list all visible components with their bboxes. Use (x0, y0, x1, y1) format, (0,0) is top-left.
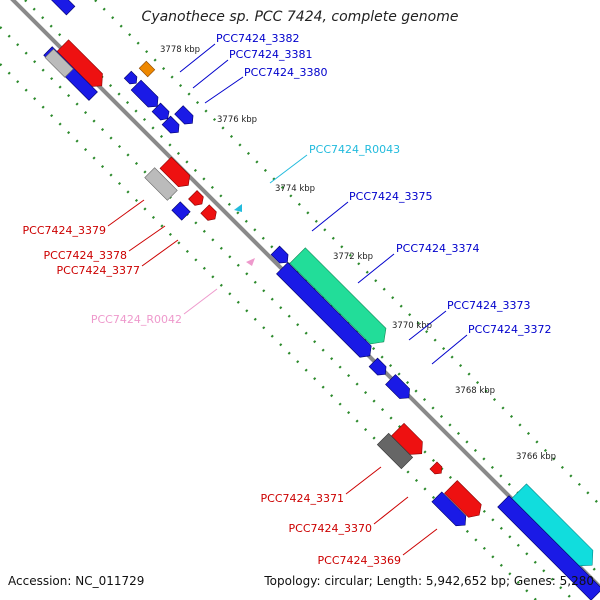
accession-text: Accession: NC_011729 (8, 574, 145, 588)
gene-arrow[interactable] (429, 461, 445, 477)
kbp-tick-label: 3772 kbp (333, 252, 373, 262)
gene-arrow[interactable] (497, 495, 600, 600)
gene-arrow[interactable] (123, 70, 140, 87)
gene-label[interactable]: PCC7424_3379 (23, 224, 106, 237)
gene-features (43, 0, 600, 600)
forward-gene-labels: PCC7424_3382 PCC7424_3381 PCC7424_3380 P… (216, 32, 551, 336)
gene-arrow[interactable] (171, 201, 191, 221)
gene-label[interactable]: PCC7424_3377 (57, 264, 140, 277)
gene-label[interactable]: PCC7424_3382 (216, 32, 299, 45)
gene-arrow[interactable] (151, 102, 172, 123)
gene-arrow[interactable] (174, 105, 197, 128)
gene-arrow[interactable] (144, 167, 178, 201)
gene-arrow[interactable] (55, 39, 108, 92)
gene-arrow[interactable] (376, 432, 414, 470)
leader-lines (107, 43, 468, 556)
reverse-gene-labels: PCC7424_3379 PCC7424_3378 PCC7424_3377 P… (23, 224, 401, 567)
gene-label[interactable]: PCC7424_3370 (289, 522, 372, 535)
gene-arrow[interactable] (289, 247, 392, 350)
gene-label[interactable]: PCC7424_3372 (468, 323, 551, 336)
kbp-tick-label: 3774 kbp (275, 184, 315, 194)
gene-arrow[interactable] (200, 204, 219, 223)
gene-label[interactable]: PCC7424_3378 (44, 249, 127, 262)
gene-arrow[interactable] (444, 480, 485, 521)
gene-label[interactable]: PCC7424_3373 (447, 299, 530, 312)
gene-arrow[interactable] (368, 357, 390, 379)
genome-summary-text: Topology: circular; Length: 5,942,652 bp… (264, 574, 594, 588)
gene-label[interactable]: PCC7424_3375 (349, 190, 432, 203)
kbp-tick-label: 3766 kbp (516, 452, 556, 462)
kbp-tick-label: 3770 kbp (392, 321, 432, 331)
gene-label[interactable]: PCC7424_3374 (396, 242, 479, 255)
gene-label[interactable]: PCC7424_3381 (229, 48, 312, 61)
genome-title: Cyanothece sp. PCC 7424, complete genome (141, 9, 459, 25)
gene-arrow[interactable] (270, 245, 292, 267)
gene-arrow[interactable] (510, 483, 600, 573)
kbp-labels: 3778 kbp 3776 kbp 3774 kbp 3772 kbp 3770… (160, 45, 556, 462)
gene-arrow[interactable] (130, 79, 162, 111)
gene-arrow[interactable] (188, 190, 207, 209)
kbp-tick-label: 3778 kbp (160, 45, 200, 55)
gene-arrow[interactable] (161, 115, 183, 137)
kbp-tick-label: 3776 kbp (217, 115, 257, 125)
gene-arrow[interactable] (276, 262, 376, 362)
trna-mark[interactable] (234, 204, 242, 212)
gene-label[interactable]: PCC7424_R0043 (309, 143, 400, 156)
gene-arrow[interactable] (159, 156, 194, 191)
gene-label[interactable]: PCC7424_R0042 (91, 313, 182, 326)
rrna-mark[interactable] (246, 258, 255, 266)
gene-label[interactable]: PCC7424_3371 (261, 492, 344, 505)
gene-arrow[interactable] (50, 0, 76, 16)
kbp-tick-label: 3768 kbp (455, 386, 495, 396)
gene-arrow[interactable] (385, 374, 414, 403)
gene-label[interactable]: PCC7424_3369 (318, 554, 401, 567)
gene-arrow[interactable] (390, 422, 428, 460)
gene-label[interactable]: PCC7424_3380 (244, 66, 327, 79)
gene-arrow[interactable] (138, 60, 156, 78)
gene-arrow[interactable] (431, 491, 470, 530)
gene-arrow[interactable] (44, 48, 74, 78)
